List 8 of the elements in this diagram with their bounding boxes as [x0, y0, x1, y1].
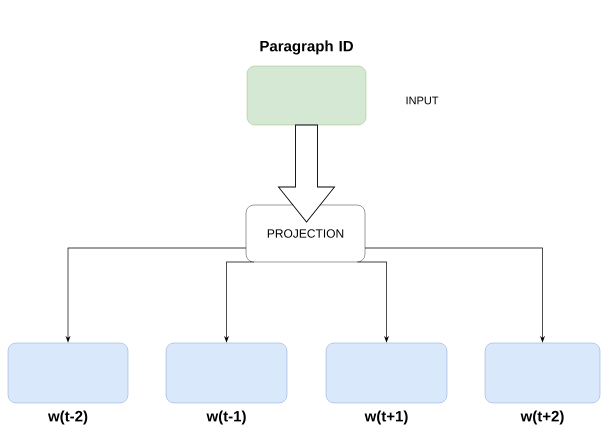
word-label: w(t+2)	[520, 410, 564, 424]
word-label: w(t+1)	[364, 410, 408, 424]
process-box: PROJECTION	[246, 204, 366, 262]
block-arrow	[278, 124, 336, 223]
word-label: w(t-2)	[48, 410, 88, 424]
heading: Paragraph ID	[260, 40, 353, 54]
word-label: w(t-1)	[206, 410, 246, 424]
side-label: INPUT	[406, 96, 438, 104]
